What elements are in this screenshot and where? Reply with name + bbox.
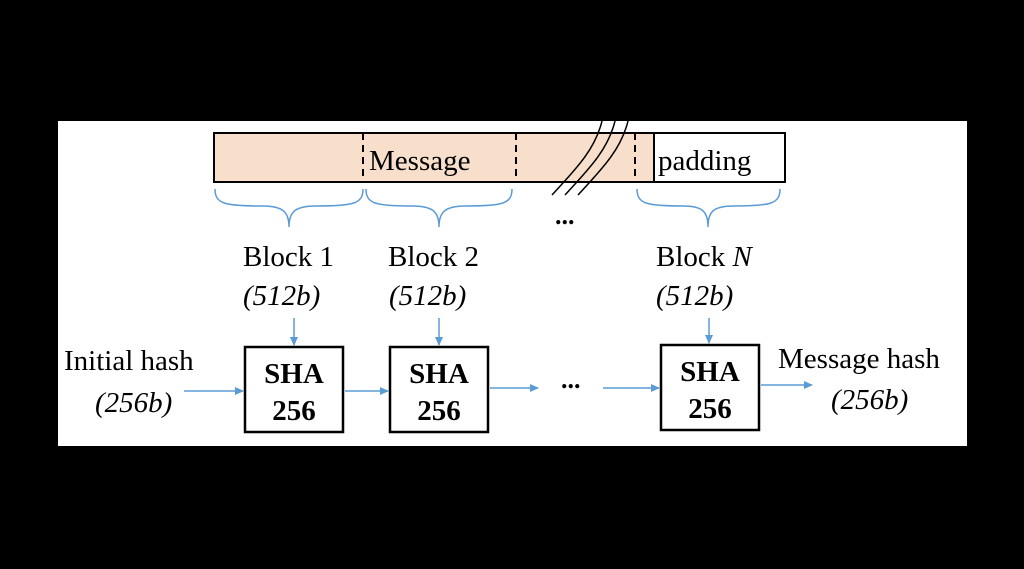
sha-box-2-line2: 256 xyxy=(417,395,461,427)
block-n-size: (512b) xyxy=(656,280,733,312)
block-n-brace xyxy=(636,188,781,228)
sha-box-n-line1: SHA xyxy=(680,356,740,388)
sha256-box-1: SHA 256 xyxy=(243,345,345,434)
sha-box-1-line1: SHA xyxy=(264,358,324,390)
sha-box-2-line1: SHA xyxy=(409,358,469,390)
block-n-label: Block N xyxy=(656,241,754,273)
block-2-brace xyxy=(365,188,513,228)
padding-area xyxy=(653,132,786,183)
message-area xyxy=(213,132,655,183)
sha256-box-2: SHA 256 xyxy=(388,345,490,434)
message-hash-size: (256b) xyxy=(831,384,908,416)
message-hash-label: Message hash xyxy=(778,343,940,375)
break-line xyxy=(551,120,603,196)
padding-label: padding xyxy=(658,145,751,177)
initial-hash-size: (256b) xyxy=(95,387,172,419)
initial-hash-label: Initial hash xyxy=(64,345,194,377)
break-line xyxy=(564,120,616,196)
block-n-name: Block xyxy=(656,241,733,273)
sha-box-n-line2: 256 xyxy=(688,393,732,425)
block-1-size: (512b) xyxy=(243,280,320,312)
sha256-box-n: SHA 256 xyxy=(659,343,761,432)
break-line xyxy=(577,120,629,196)
block-n-letter: N xyxy=(732,241,754,273)
message-bar: Message padding xyxy=(213,120,786,196)
block-1-label: Block 1 xyxy=(243,241,334,273)
chain-ellipsis: ... xyxy=(561,365,581,394)
message-label: Message xyxy=(369,145,470,177)
sha-box-1-line2: 256 xyxy=(272,395,316,427)
block-2-size: (512b) xyxy=(389,280,466,312)
middle-ellipsis: ... xyxy=(555,201,575,230)
block-1-brace xyxy=(214,188,364,228)
block-2-label: Block 2 xyxy=(388,241,479,273)
